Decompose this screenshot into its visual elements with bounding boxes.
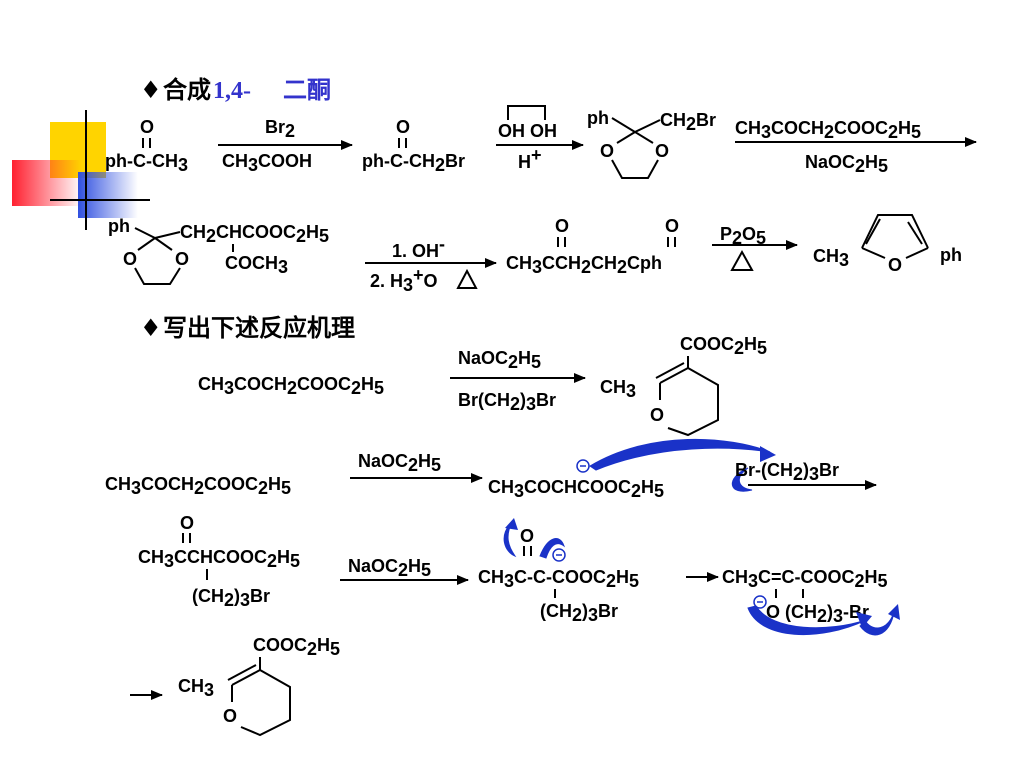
carbonyl-o: O [140, 117, 154, 137]
acetoacetic-ester: CH3COCH2COOC2H5 [105, 474, 291, 498]
carbonyl-o1: O [555, 216, 569, 236]
furan-ph: ph [940, 245, 962, 265]
ethylene-glycol: OH OH [498, 121, 557, 141]
row1: O ph-C-CH3 Br2 CH3COOH O ph-C-CH2Br OH O… [105, 105, 977, 179]
enol-form: CH3C=C-COOC2H5 [722, 567, 888, 591]
carbonyl-o2: O [665, 216, 679, 236]
product-ester: COOC2H5 [253, 635, 340, 659]
acetal-ph: ph [108, 216, 130, 236]
product-ch3: CH3 [178, 676, 214, 700]
reagent-acoh: CH3COOH [222, 151, 312, 175]
row4: CH3COCH2COOC2H5 NaOC2H5 CH3COCHCOOC2H5 B… [105, 438, 877, 501]
curved-arrow-icon [503, 521, 517, 558]
bromopropyl-chain: (CH2)3Br [192, 586, 270, 610]
negative-charge-icon [552, 548, 566, 562]
row2: ph CH2CHCOOC2H5 COCH3 O O 1. OH- 2. H3+O… [108, 214, 962, 295]
diketone: CH3CCH2CH2Cph [506, 253, 662, 277]
acetophenone: ph-C-CH3 [105, 151, 188, 175]
alkylated-chain: CH2CHCOOC2H5 [180, 222, 329, 246]
dibromopropane: Br(CH2)3Br [458, 390, 556, 414]
acetyl-branch: COCH3 [225, 253, 288, 277]
product-ch3: CH3 [600, 377, 636, 401]
acetal-o1: O [600, 141, 614, 161]
carbonyl-o: O [180, 513, 194, 533]
bromoketone: ph-C-CH2Br [362, 151, 465, 175]
enolate-anion: CH3COCHCOOC2H5 [488, 477, 664, 501]
negative-charge-icon [753, 595, 767, 609]
section2-title: ♦ 写出下述反应机理 [140, 314, 355, 342]
curved-arrow-icon [731, 467, 753, 492]
product-ester: COOC2H5 [680, 334, 767, 358]
enolate-intermediate: CH3C-C-COOC2H5 [478, 567, 639, 591]
cyclization-chain: O (CH2)3-Br [766, 602, 869, 626]
dibromide: Br-(CH2)3Br [735, 460, 839, 484]
title-text: 合成 [163, 76, 211, 104]
ring-o: O [223, 706, 237, 726]
acetal-o2: O [175, 249, 189, 269]
enolate-chain: (CH2)3Br [540, 601, 618, 625]
acetoacetic-ester: CH3COCH2COOC2H5 [198, 374, 384, 398]
section1-title: ♦ 合成 1,4- 二酮 [140, 76, 331, 104]
curved-arrow-icon [539, 538, 565, 559]
row5: O CH3CCHCOOC2H5 (CH2)3Br NaOC2H5 O CH3C-… [138, 513, 900, 636]
row3: CH3COCH2COOC2H5 NaOC2H5 Br(CH2)3Br COOC2… [198, 334, 767, 437]
bullet-icon: ♦ [140, 76, 162, 104]
negative-charge-icon [576, 459, 590, 473]
acid-catalyst: H+ [518, 145, 542, 172]
sodium-ethoxide: NaOC2H5 [805, 152, 888, 176]
acetal-ph: ph [587, 108, 609, 128]
row6: COOC2H5 CH3 O [130, 635, 340, 737]
corner-decoration [12, 110, 150, 230]
carbonyl-o: O [396, 117, 410, 137]
furan-o: O [888, 255, 902, 275]
bullet-icon: ♦ [140, 314, 162, 342]
acetal-ch2br: CH2Br [660, 110, 716, 134]
step-acid: 2. H3+O [370, 265, 438, 295]
carbonyl-o: O [520, 526, 534, 546]
acetal-o1: O [123, 249, 137, 269]
step-hydrolysis: 1. OH- [392, 234, 445, 261]
acetal-o2: O [655, 141, 669, 161]
title-text: 写出下述反应机理 [163, 314, 355, 342]
title-number: 1,4- [213, 78, 251, 104]
title-text-2: 二酮 [283, 78, 331, 104]
furan-ch3: CH3 [813, 246, 849, 270]
sodium-ethoxide: NaOC2H5 [458, 348, 541, 372]
reagent-br2: Br2 [265, 117, 295, 141]
sodium-ethoxide: NaOC2H5 [358, 451, 441, 475]
ring-o: O [650, 405, 664, 425]
sodium-ethoxide: NaOC2H5 [348, 556, 431, 580]
alkylated-ester: CH3CCHCOOC2H5 [138, 547, 300, 571]
acetoacetic-ester: CH3COCH2COOC2H5 [735, 118, 921, 142]
